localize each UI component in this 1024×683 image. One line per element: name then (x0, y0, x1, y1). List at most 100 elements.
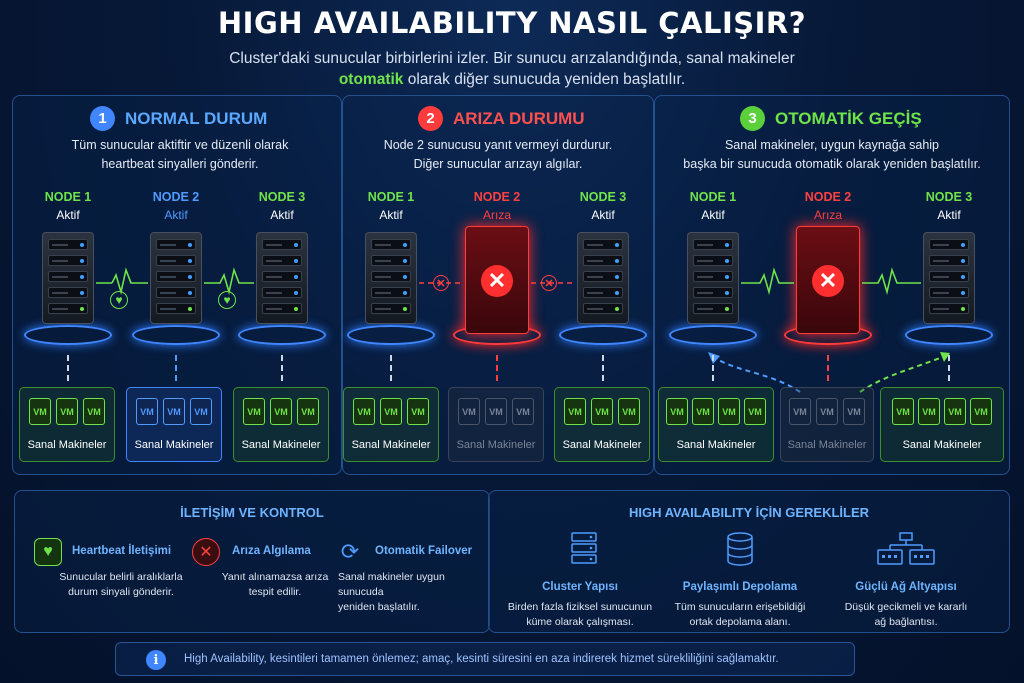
vm-link (175, 355, 177, 381)
step-number: 1 (90, 106, 115, 131)
node-1-status: Aktif (701, 208, 725, 222)
vm-group-label: Sanal Makineler (27, 439, 107, 451)
vm-group-label: Sanal Makineler (787, 439, 867, 451)
vm-icon: VM (843, 398, 865, 425)
vm-link (281, 355, 283, 381)
node-platform (559, 325, 647, 345)
vm-icon: VM (944, 398, 966, 425)
info-icon: i (146, 650, 166, 670)
vm-icon: VM (892, 398, 914, 425)
vm-link (827, 355, 829, 381)
vm-icon: VM (591, 398, 613, 425)
node-3-name: NODE 3 (925, 190, 973, 204)
vm-icon: VM (618, 398, 640, 425)
database-icon (723, 530, 757, 568)
vm-icon: VM (380, 398, 402, 425)
vm-icon: VM (718, 398, 740, 425)
server-icon (150, 232, 202, 324)
vm-icon: VM (297, 398, 319, 425)
server-icon (923, 232, 975, 324)
subtitle-highlight: otomatik (338, 71, 404, 88)
step-number: 3 (740, 106, 765, 131)
node-1-status: Aktif (56, 208, 80, 222)
feature-title: Otomatik Failover (375, 545, 473, 557)
server-icon (577, 232, 629, 324)
node-platform (132, 325, 220, 345)
page-title: HIGH AVAILABILITY NASIL ÇALIŞIR? (217, 6, 807, 40)
vm-icon: VM (83, 398, 105, 425)
heart-icon: ♥ (110, 291, 128, 309)
failed-server-icon: ✕ (796, 226, 860, 334)
node-platform (24, 325, 112, 345)
vm-group-label: Sanal Makineler (351, 439, 431, 451)
vm-link (712, 355, 714, 381)
vm-icon: VM (270, 398, 292, 425)
vm-icon: VM (512, 398, 534, 425)
vm-icon: VM (163, 398, 185, 425)
vm-icon: VM (56, 398, 78, 425)
node-platform (347, 325, 435, 345)
requirements-panel (488, 490, 1010, 633)
vm-group-label: Sanal Makineler (456, 439, 536, 451)
vm-group-label: Sanal Makineler (134, 439, 214, 451)
node-3-name: NODE 3 (258, 190, 306, 204)
requirement-title: Paylaşımlı Depolama (682, 581, 798, 593)
error-x-icon: ✕ (192, 538, 220, 566)
vm-icon: VM (564, 398, 586, 425)
node-2-name: NODE 2 (473, 190, 521, 204)
vm-link (496, 355, 498, 381)
vm-icon: VM (666, 398, 688, 425)
communication-panel (14, 490, 490, 633)
vm-icon: VM (744, 398, 766, 425)
broken-link-icon: ✕ (433, 275, 449, 291)
vm-icon: VM (918, 398, 940, 425)
vm-group-label: Sanal Makineler (676, 439, 756, 451)
node-2-name: NODE 2 (152, 190, 200, 204)
vm-icon: VM (29, 398, 51, 425)
panel-1-desc: Tüm sunucular aktiftir ve düzenli olarak… (71, 138, 289, 171)
panel-3-title: 3 OTOMATİK GEÇİŞ (740, 106, 922, 131)
failed-server-icon: ✕ (465, 226, 529, 334)
vm-icon: VM (789, 398, 811, 425)
info-note: i High Availability, kesintileri tamamen… (115, 642, 855, 676)
node-platform (238, 325, 326, 345)
node-3-name: NODE 3 (579, 190, 627, 204)
refresh-icon: ⟳ (340, 539, 360, 564)
panel-3-desc: Sanal makineler, uygun kaynağa sahip baş… (683, 138, 981, 171)
error-x-icon: ✕ (481, 265, 513, 297)
vm-icon: VM (243, 398, 265, 425)
node-2-status: Arıza (813, 208, 842, 222)
vm-group-label: Sanal Makineler (902, 439, 982, 451)
step-number: 2 (418, 106, 443, 131)
page-subtitle: Cluster'daki sunucular birbirlerini izle… (229, 50, 795, 88)
node-2-name: NODE 2 (804, 190, 852, 204)
server-icon (687, 232, 739, 324)
requirement-title: Cluster Yapısı (542, 581, 618, 593)
vm-icon: VM (692, 398, 714, 425)
requirement-title: Güçlü Ağ Altyapısı (855, 581, 957, 593)
node-2-status: Arıza (482, 208, 511, 222)
panel-2-desc: Node 2 sunucusu yanıt vermeyi durdurur. … (383, 138, 613, 171)
node-3-status: Aktif (591, 208, 615, 222)
vm-link (390, 355, 392, 381)
broken-link-icon: ✕ (541, 275, 557, 291)
node-platform (905, 325, 993, 345)
vm-group-label: Sanal Makineler (562, 439, 642, 451)
server-icon (42, 232, 94, 324)
panel-1-title: 1 NORMAL DURUM (90, 106, 267, 131)
node-1-name: NODE 1 (367, 190, 415, 204)
node-platform (669, 325, 757, 345)
